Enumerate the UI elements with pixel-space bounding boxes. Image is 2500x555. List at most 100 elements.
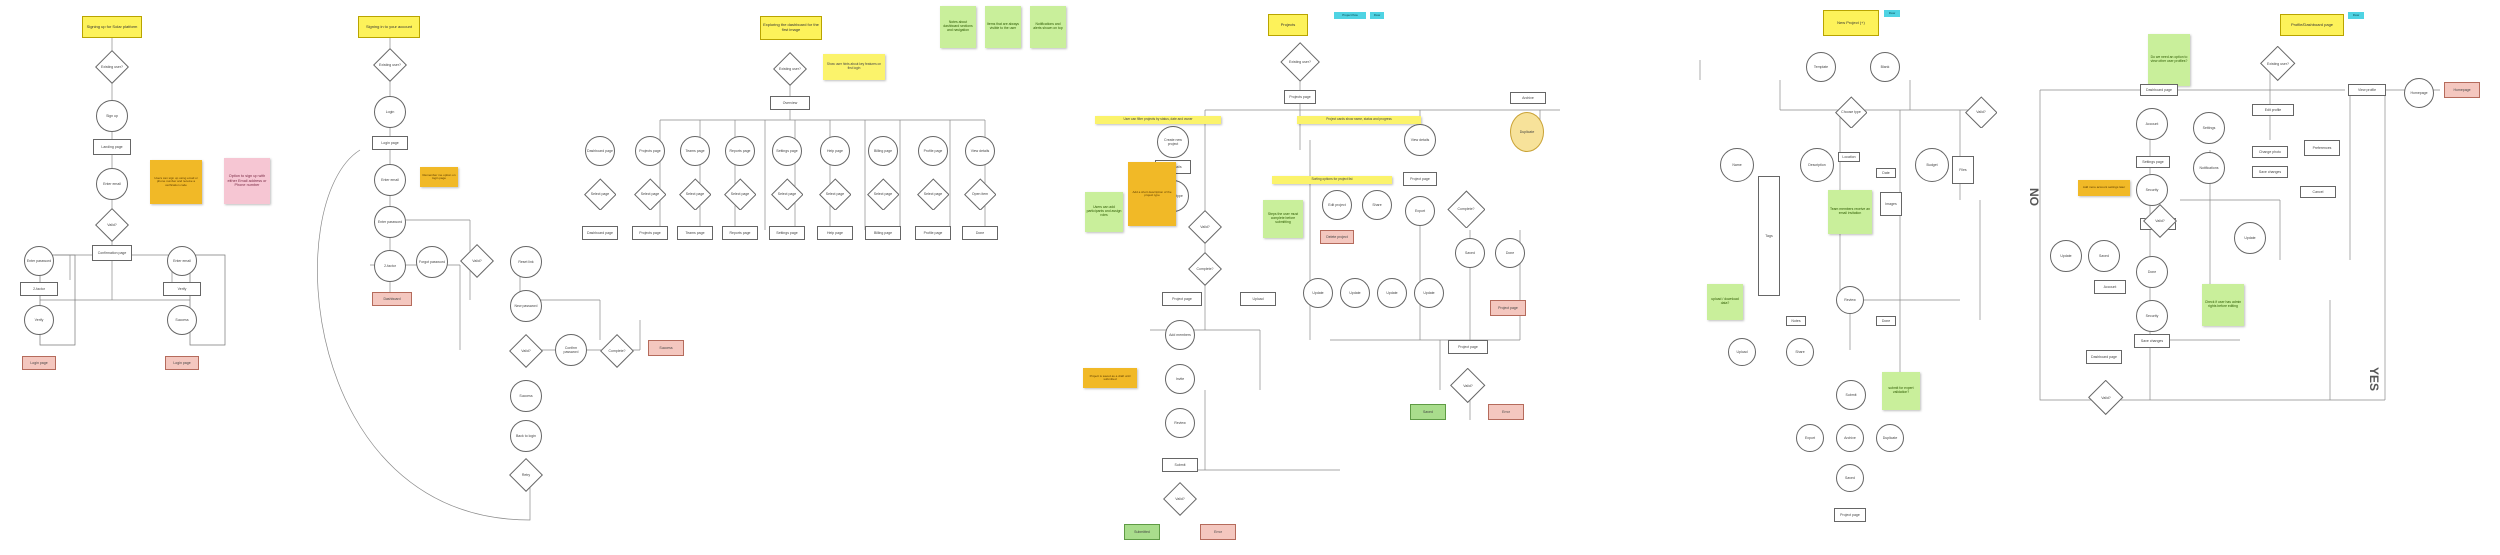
step-box[interactable]: Save changes [2252,166,2288,178]
step-box[interactable]: Help page [817,226,853,240]
decision-diamond[interactable]: Select page [917,178,949,210]
step-circle[interactable]: Notifications [2193,152,2225,184]
decision-diamond[interactable]: Retry [509,458,543,492]
decision-diamond[interactable]: Valid? [460,244,494,278]
step-box[interactable]: Projects page [1284,90,1316,104]
step-circle[interactable]: Settings page [772,136,802,166]
decision-diamond[interactable]: Valid? [509,334,543,368]
step-box[interactable]: Dashboard page [582,226,618,240]
step-box[interactable]: Submit [1162,458,1198,472]
step-circle[interactable]: Enter password [24,246,54,276]
step-box[interactable]: Edit profile [2252,104,2294,116]
step-circle[interactable]: Reports page [725,136,755,166]
end-box[interactable]: Error [1488,404,1524,420]
decision-diamond[interactable]: Existing user? [95,50,129,84]
step-circle[interactable]: Upload [1728,338,1756,366]
step-circle[interactable]: Description [1800,148,1834,182]
sticky-strip[interactable]: User can filter projects by status, date… [1095,116,1221,124]
step-box[interactable]: Project page [1834,508,1866,522]
field-box[interactable]: Done [1876,316,1896,326]
end-box[interactable]: Project page [1490,300,1526,316]
step-circle[interactable]: Edit project [1322,190,1352,220]
step-box[interactable]: Project page [1403,172,1437,186]
step-circle[interactable]: Update [2234,222,2266,254]
step-box[interactable]: Done [962,226,998,240]
step-circle[interactable]: Review [1836,286,1864,314]
step-circle[interactable]: Security [2136,300,2168,332]
option-circle[interactable]: Template [1806,52,1836,82]
step-box[interactable]: View profile [2348,84,2386,96]
decision-diamond[interactable]: Valid? [2088,380,2124,416]
step-box[interactable]: Verify [163,282,201,296]
step-circle[interactable]: Done [1495,238,1525,268]
field-box[interactable]: Location [1838,152,1860,162]
step-circle[interactable]: Saved [2088,240,2120,272]
step-circle[interactable]: Share [1786,338,1814,366]
step-box[interactable]: Save changes [2134,334,2170,348]
decision-diamond[interactable]: Open item [964,178,996,210]
decision-diamond[interactable]: Existing user? [2260,46,2296,82]
step-circle[interactable]: Reset link [510,246,542,278]
end-box-green[interactable]: Submitted [1124,524,1160,540]
step-circle[interactable]: Teams page [680,136,710,166]
flow-title[interactable]: Signing in to your account [358,16,420,38]
field-box[interactable]: Date [1876,168,1896,178]
decision-diamond[interactable]: Valid? [2143,204,2177,238]
decision-diamond[interactable]: Select page [867,178,899,210]
sticky-note-orange[interactable]: Project is saved as a draft until submit… [1083,368,1137,388]
step-circle[interactable]: Forgot password [416,246,448,278]
sticky-strip[interactable]: Sorting options for project list [1272,176,1392,184]
sticky-note-pink[interactable]: Option to sign up with either Email addr… [224,158,270,204]
end-box[interactable]: Homepage [2444,82,2480,98]
step-circle[interactable]: Create new project [1157,126,1189,158]
decision-diamond[interactable]: Select page [819,178,851,210]
step-circle[interactable]: Budget [1915,148,1949,182]
decision-diamond[interactable]: Valid? [95,208,129,242]
sticky-note-orange[interactable]: Add a short description of the project t… [1128,162,1176,226]
tag-label[interactable]: Flow [1884,10,1900,17]
tag-label[interactable]: Flow [1370,12,1384,19]
step-circle[interactable]: Profile page [918,136,948,166]
step-circle[interactable]: Submit [1836,380,1866,410]
decision-diamond[interactable]: Choose type [1835,96,1867,128]
field-box[interactable]: Images [1880,192,1902,216]
end-box-green[interactable]: Saved [1410,404,1446,420]
step-circle[interactable]: Update [1340,278,1370,308]
tag-label[interactable]: Project flow [1334,12,1366,19]
end-box[interactable]: Delete project [1320,230,1354,244]
step-circle[interactable]: View details [1404,124,1436,156]
decision-diamond[interactable]: Complete? [1188,252,1222,286]
end-box[interactable]: Error [1200,524,1236,540]
field-list[interactable]: Tags [1758,176,1780,296]
decision-diamond[interactable]: Select page [584,178,616,210]
option-circle[interactable]: Blank [1870,52,1900,82]
step-circle[interactable]: Success [510,380,542,412]
sticky-note-yellow[interactable]: Show user hints about key features on fi… [823,54,885,80]
field-box[interactable]: Files [1952,156,1974,184]
step-box[interactable]: Overview [770,96,810,110]
step-box[interactable]: Upload [1240,292,1276,306]
flow-title[interactable]: Profile/Dashboard page [2280,14,2344,36]
step-circle[interactable]: Settings [2193,112,2225,144]
decision-diamond[interactable]: Select page [771,178,803,210]
step-box[interactable]: Archive [1510,92,1546,104]
flow-title[interactable]: Exploring the dashboard for the first im… [760,16,822,40]
decision-diamond[interactable]: Existing user? [1280,42,1320,82]
step-circle[interactable]: Enter password [374,206,406,238]
sticky-note-orange[interactable]: Users can sign up using email or phone n… [150,160,202,204]
step-box[interactable]: Project page [1162,292,1202,306]
step-box[interactable]: Dashboard page [2140,84,2178,96]
decision-diamond[interactable]: Complete? [600,334,634,368]
step-box[interactable]: Billing page [865,226,901,240]
step-box[interactable]: Dashboard page [2086,350,2122,364]
step-box[interactable]: Landing page [93,139,131,155]
step-circle[interactable]: Update [1414,278,1444,308]
step-circle[interactable]: Name [1720,148,1754,182]
tag-label[interactable]: Flow [2348,12,2364,19]
sticky-note-orange[interactable]: Add more account settings later [2078,180,2130,196]
step-box[interactable]: Project page [1448,340,1488,354]
step-box[interactable]: Settings page [2136,156,2170,168]
step-circle[interactable]: Help page [820,136,850,166]
flow-title[interactable]: Projects [1268,14,1308,36]
